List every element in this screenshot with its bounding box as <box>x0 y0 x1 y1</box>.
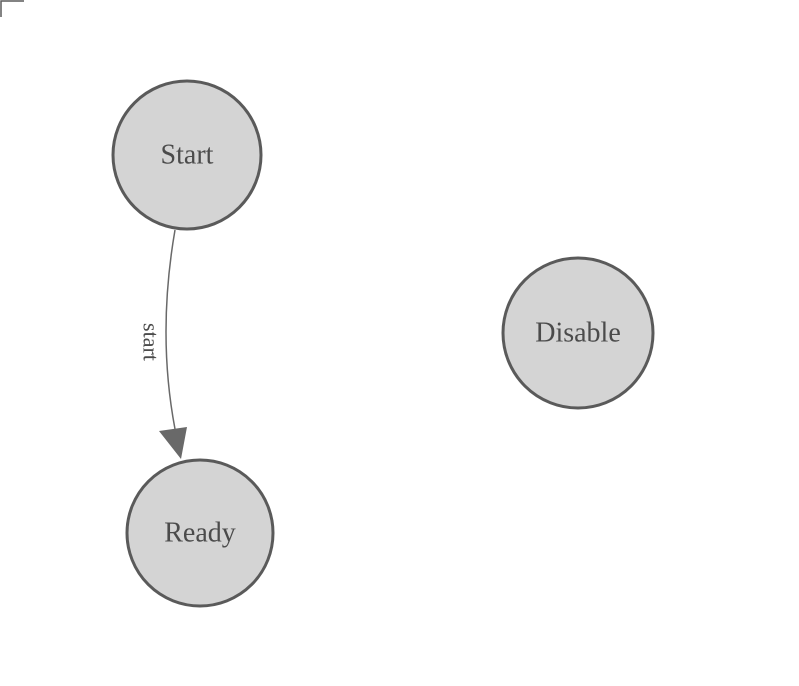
edge-start-to-ready: start <box>139 229 187 459</box>
node-disable-circle[interactable] <box>501 256 655 410</box>
node-ready-circle[interactable] <box>125 458 275 608</box>
node-start-circle[interactable] <box>111 79 263 231</box>
node-ready[interactable]: Ready <box>125 458 275 608</box>
edge-label: start <box>139 323 164 361</box>
canvas-corner-mark <box>0 0 24 17</box>
node-disable[interactable]: Disable <box>501 256 655 410</box>
node-start[interactable]: Start <box>111 79 263 231</box>
edge-path[interactable] <box>165 229 176 430</box>
arrowhead-icon <box>159 427 187 459</box>
